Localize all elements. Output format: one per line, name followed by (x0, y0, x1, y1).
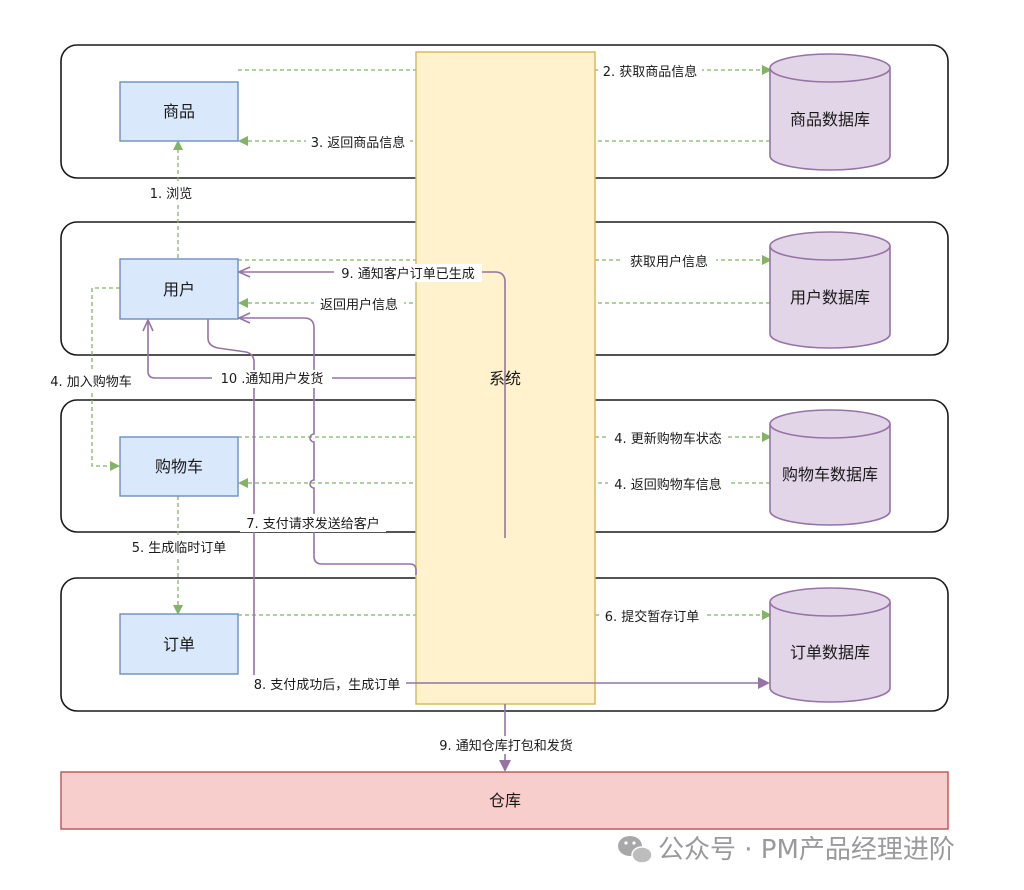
order-db-label: 订单数据库 (790, 643, 870, 662)
order-node (119, 613, 239, 675)
order-label: 订单 (163, 635, 195, 654)
edge-label-browse: 1. 浏览 (150, 186, 193, 202)
order-db (769, 587, 891, 703)
cart-db-label: 购物车数据库 (782, 465, 878, 484)
edge-label-pay-success: 8. 支付成功后，生成订单 (254, 678, 401, 693)
warehouse-label: 仓库 (489, 791, 521, 810)
edge-label-payment-request: 7. 支付请求发送给客户 (246, 516, 380, 532)
edge-label-get-product: 2. 获取商品信息 (603, 64, 698, 80)
edge-label-submit-order: 6. 提交暂存订单 (605, 609, 700, 625)
system-label: 系统 (489, 369, 521, 388)
warehouse-node (60, 771, 949, 830)
cart-node (119, 436, 239, 497)
user-db (769, 231, 891, 349)
cart-label: 购物车 (155, 457, 203, 476)
edge-label-update-cart: 4. 更新购物车状态 (614, 431, 722, 447)
edge-label-add-to-cart: 4. 加入购物车 (50, 374, 132, 390)
product-node (119, 81, 239, 142)
edge-label-get-user: 获取用户信息 (630, 254, 708, 270)
watermark-text: 公众号 · PM产品经理进阶 (658, 835, 955, 865)
user-db-label: 用户数据库 (790, 288, 870, 307)
edge-label-return-product: 3. 返回商品信息 (311, 135, 406, 151)
wechat-icon (618, 836, 653, 864)
cart-db (769, 409, 891, 526)
edge-label-return-cart: 4. 返回购物车信息 (614, 477, 722, 493)
edge-label-notify-shipped: 10 .通知用户发货 (221, 371, 324, 387)
product-label: 商品 (163, 102, 195, 121)
user-label: 用户 (163, 280, 195, 299)
edge-label-notify-warehouse: 9. 通知仓库打包和发货 (439, 738, 573, 754)
product-db (769, 53, 891, 171)
edge-label-notify-created: 9. 通知客户订单已生成 (341, 266, 475, 282)
edge-label-temp-order: 5. 生成临时订单 (132, 541, 227, 556)
edge-label-return-user: 返回用户信息 (320, 297, 398, 313)
user-node (119, 258, 239, 320)
product-db-label: 商品数据库 (790, 110, 870, 129)
